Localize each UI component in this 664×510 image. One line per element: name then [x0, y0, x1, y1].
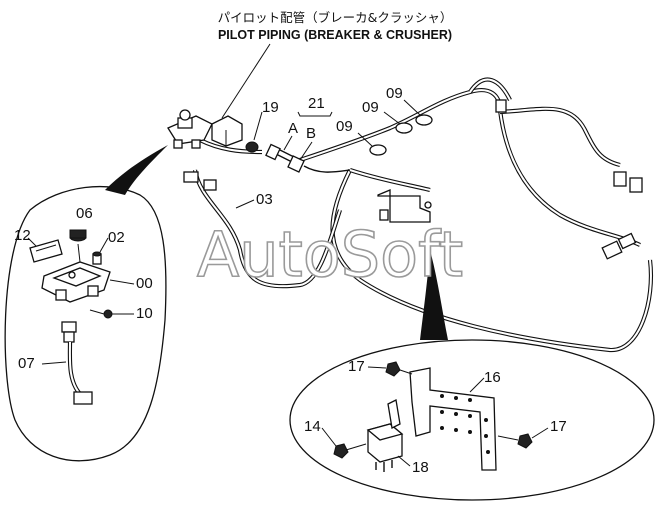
label-10: 10: [136, 305, 153, 322]
label-17-right: 17: [550, 418, 567, 435]
hose-assembly: [265, 143, 351, 173]
label-17-top: 17: [348, 358, 365, 375]
label-19: 19: [262, 99, 279, 116]
bracket-main-view: [377, 189, 432, 223]
title-japanese: パイロット配管（ブレーカ&クラッシャ）: [218, 10, 453, 25]
label-09-right: 09: [386, 85, 403, 102]
label-18: 18: [412, 459, 429, 476]
label-A: A: [288, 120, 298, 137]
connector-small-1: [183, 171, 199, 183]
solenoid-block: [211, 115, 243, 147]
label-B: B: [306, 125, 316, 142]
watermark-text: AutoSoft: [197, 218, 463, 291]
title-english: PILOT PIPING (BREAKER & CRUSHER): [218, 28, 452, 42]
label-12: 12: [14, 227, 31, 244]
nipple-19: [245, 111, 263, 153]
callouts: 19 21 A B 09 09 09 03 12 06 02 00 10 07 …: [14, 85, 567, 476]
label-09-left: 09: [336, 118, 353, 135]
right-connectors: [495, 99, 643, 260]
title-leader-line: [221, 43, 271, 119]
label-00: 00: [136, 275, 153, 292]
label-07: 07: [18, 355, 35, 372]
clamps-09: [357, 99, 433, 156]
label-06: 06: [76, 205, 93, 222]
label-03: 03: [256, 191, 273, 208]
label-16: 16: [484, 369, 501, 386]
detail-bubble-right: [289, 250, 655, 501]
pilot-valve-top: [167, 109, 213, 149]
detail-bubble-left: [4, 145, 168, 462]
label-14: 14: [304, 418, 321, 435]
label-21: 21: [308, 95, 325, 112]
main-harness: [192, 77, 653, 353]
label-09-middle: 09: [362, 99, 379, 116]
connector-small-2: [203, 179, 217, 191]
label-02: 02: [108, 229, 125, 246]
